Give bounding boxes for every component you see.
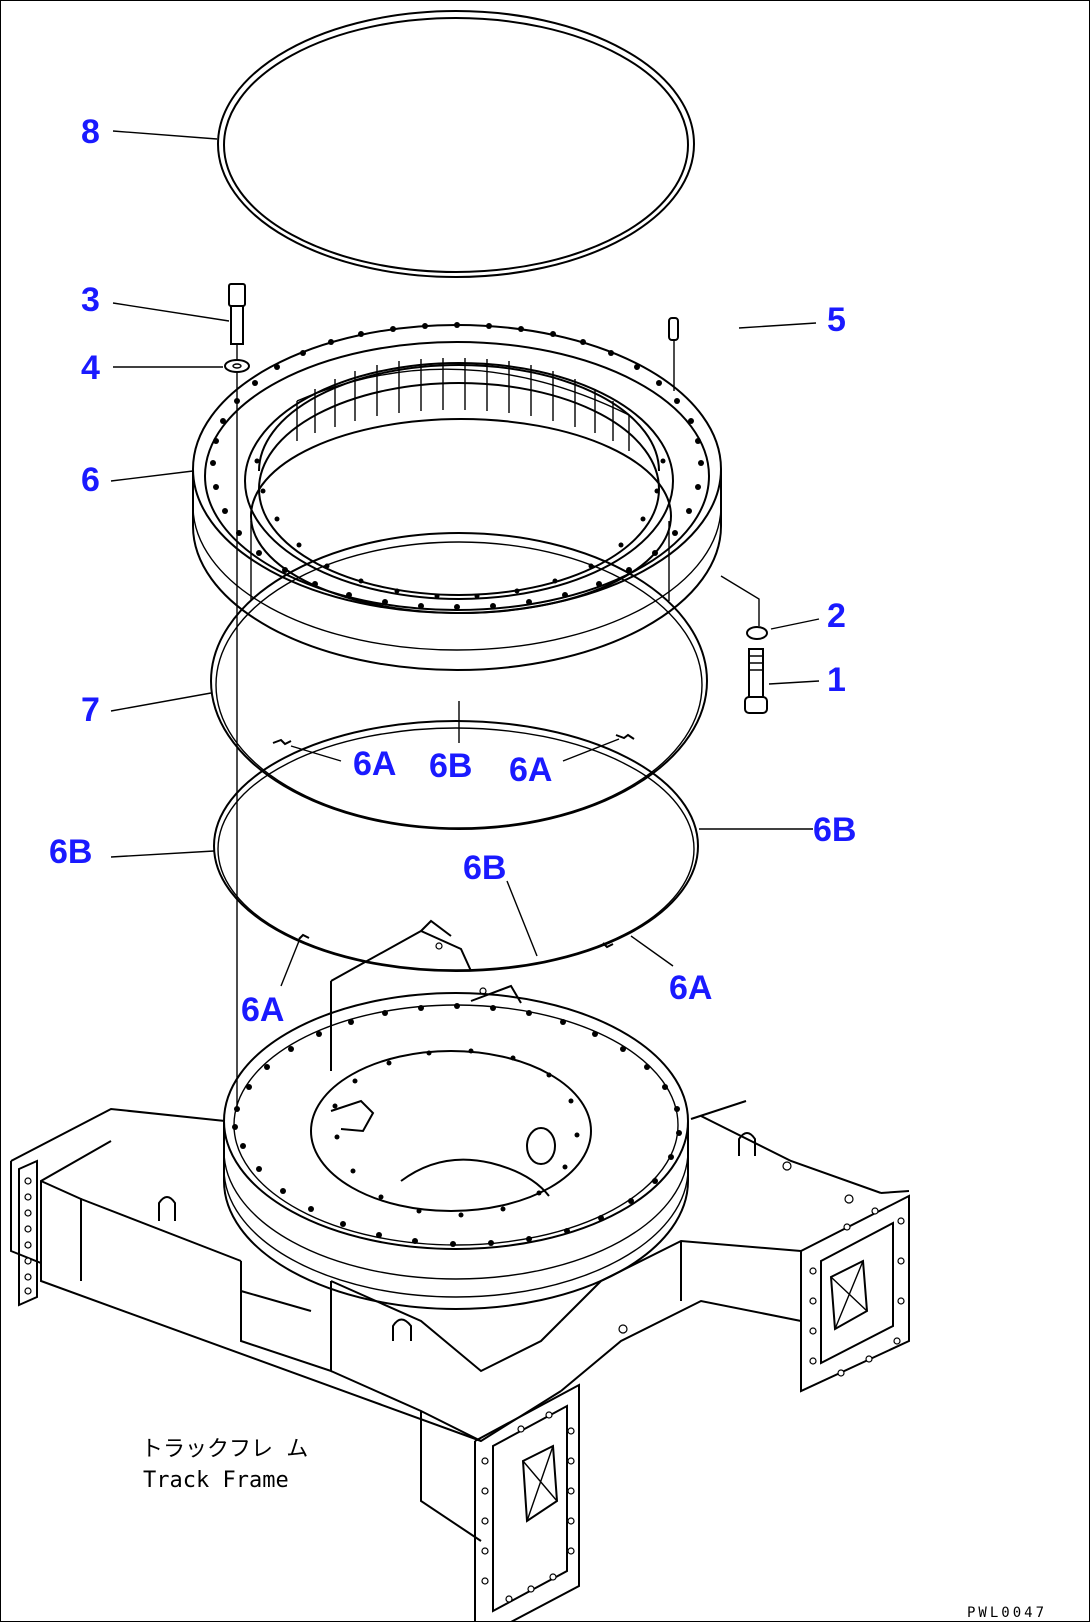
callout-4: 4 xyxy=(81,349,100,387)
right-end-plate xyxy=(800,1194,910,1393)
gear-teeth xyxy=(296,358,630,451)
callout-6a-lower-left: 6A xyxy=(241,991,284,1029)
track-frame xyxy=(10,919,910,1621)
front-end-plate xyxy=(474,1383,580,1621)
callout-6b-right: 6B xyxy=(813,811,856,849)
callout-6: 6 xyxy=(81,461,100,499)
part-5-pin xyxy=(668,317,679,391)
drawing-code: PWL0047 xyxy=(967,1605,1047,1621)
turntable-bolt-holes xyxy=(232,1003,682,1247)
callout-8: 8 xyxy=(81,113,100,151)
callout-5: 5 xyxy=(827,301,846,339)
frame-lugs xyxy=(158,1132,854,1341)
callout-6a-upper-right: 6A xyxy=(509,751,552,789)
outer-bolt-holes xyxy=(210,322,704,610)
callout-6b-center: 6B xyxy=(463,849,506,887)
part-8-seal-ring xyxy=(217,10,695,278)
part-6-swing-circle xyxy=(192,322,722,671)
caption-japanese: トラックフレ ム xyxy=(141,1437,308,1462)
part-2-washer xyxy=(746,626,768,640)
upper-bracket xyxy=(330,919,522,1071)
leader-to-part2 xyxy=(720,575,760,626)
leader-lines xyxy=(110,130,820,987)
caption-english: Track Frame xyxy=(143,1468,289,1493)
part-3-bolt xyxy=(228,283,246,359)
callout-3: 3 xyxy=(81,281,100,319)
part-6b-shim-ring xyxy=(213,720,699,972)
callout-1: 1 xyxy=(827,661,846,699)
callout-6a-lower-right: 6A xyxy=(669,969,712,1007)
part-1-bolt xyxy=(744,648,768,714)
callout-6a-upper-left: 6A xyxy=(353,745,396,783)
callout-6b-left: 6B xyxy=(49,833,92,871)
callout-7: 7 xyxy=(81,691,100,729)
part-6a-markers xyxy=(272,733,635,949)
left-end-plate xyxy=(18,1159,38,1307)
part-7-seal xyxy=(210,532,708,830)
callout-2: 2 xyxy=(827,597,846,635)
part-4-washer xyxy=(224,359,250,373)
callout-6b-upper-center: 6B xyxy=(429,747,472,785)
inner-bolt-holes xyxy=(254,458,666,599)
callout-labels: 8 3 4 5 6 2 1 7 6A 6B 6A 6B 6B 6B 6A 6A xyxy=(49,113,856,1029)
frame-turntable xyxy=(223,992,689,1310)
